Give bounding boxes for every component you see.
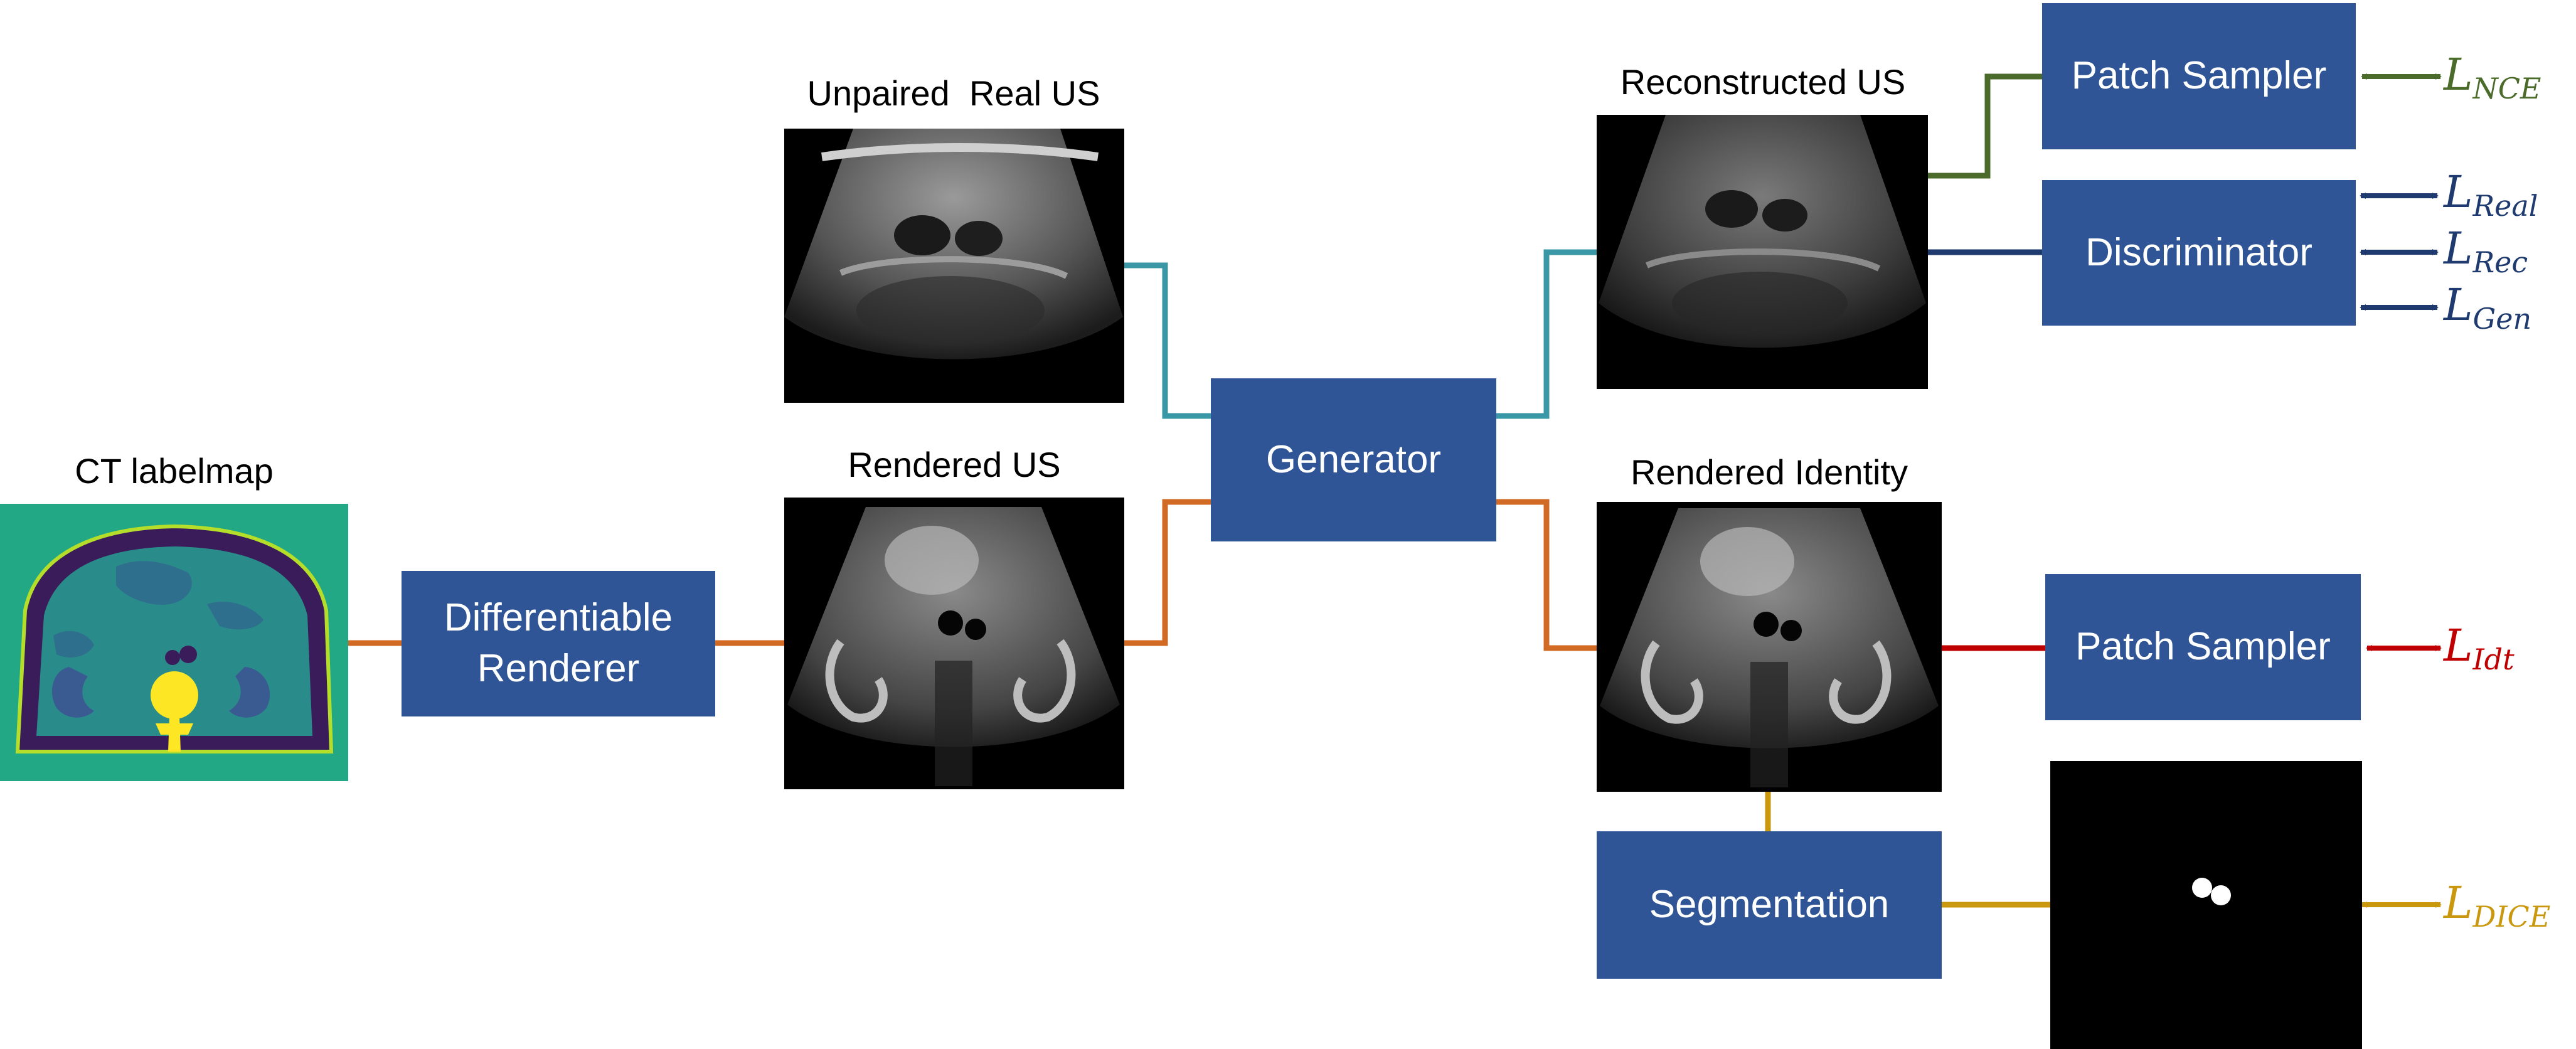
label-reconstructed-us: Reconstructed US xyxy=(1620,62,1906,102)
patch-sampler-top-box: Patch Sampler xyxy=(2042,3,2356,149)
loss-rec: LRec xyxy=(2444,223,2528,279)
loss-gen: LGen xyxy=(2444,279,2532,336)
label-unpaired-real-us: Unpaired Real US xyxy=(807,73,1100,113)
ct-labelmap-image xyxy=(0,504,348,781)
edge-rendered-us-to-generator xyxy=(1124,499,1211,646)
label-rendered-us: Rendered US xyxy=(848,445,1061,484)
rendered-us-image xyxy=(784,498,1124,789)
edge-real-us-to-generator xyxy=(1124,262,1211,419)
rendered-identity-image xyxy=(1597,502,1942,792)
loss-idt: LIdt xyxy=(2444,620,2515,676)
patch-sampler-bottom-box: Patch Sampler xyxy=(2045,574,2361,720)
loss-real: LReal xyxy=(2444,166,2538,223)
label-ct-labelmap: CT labelmap xyxy=(75,451,274,491)
segmentation-mask-image xyxy=(2050,761,2362,1049)
edge-reconstructed-to-patch-sampler xyxy=(1928,73,2042,179)
edge-generator-to-reconstructed-us xyxy=(1496,249,1597,419)
reconstructed-us-image xyxy=(1597,115,1928,389)
discriminator-label: Discriminator xyxy=(2085,230,2313,274)
patch-sampler-bottom-label: Patch Sampler xyxy=(2075,625,2331,669)
patch-sampler-top-label: Patch Sampler xyxy=(2071,54,2327,98)
loss-nce: LNCE xyxy=(2444,49,2541,105)
generator-label: Generator xyxy=(1265,437,1442,481)
differentiable-renderer-label: Differentiable Renderer xyxy=(444,596,673,690)
label-rendered-identity: Rendered Identity xyxy=(1630,452,1908,492)
differentiable-renderer-box: Differentiable Renderer xyxy=(402,571,715,716)
edge-generator-to-rendered-identity xyxy=(1496,499,1597,651)
segmentation-box: Segmentation xyxy=(1597,831,1942,979)
generator-box: Generator xyxy=(1211,378,1496,541)
segmentation-label: Segmentation xyxy=(1649,883,1890,927)
loss-dice: LDICE xyxy=(2444,877,2551,934)
discriminator-box: Discriminator xyxy=(2042,180,2356,326)
unpaired-real-us-image xyxy=(784,129,1124,403)
